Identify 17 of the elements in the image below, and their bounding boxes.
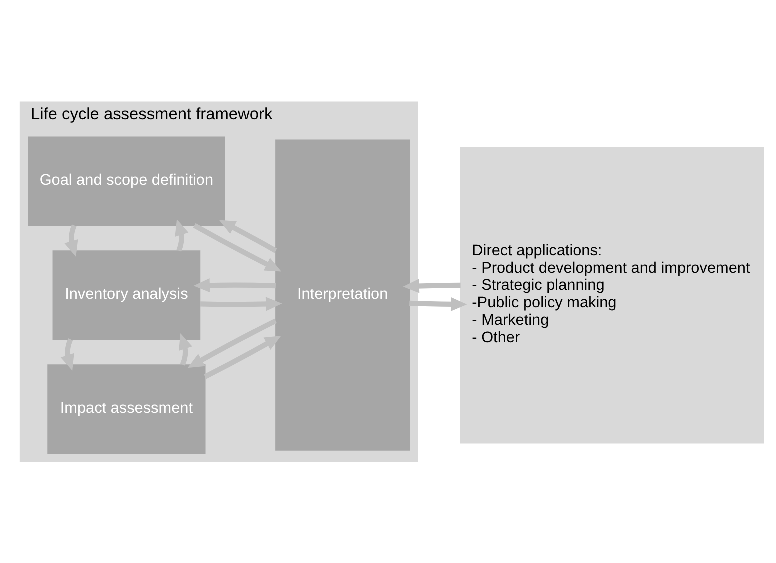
- arrow: [194, 278, 276, 292]
- arrow: [179, 333, 192, 366]
- arrow: [193, 222, 282, 272]
- node-box: Inventory analysis: [52, 250, 201, 340]
- arrow: [219, 220, 278, 253]
- arrow: [60, 338, 74, 370]
- arrow: [200, 296, 282, 311]
- arrow: [188, 318, 278, 368]
- node-box: Direct applications: - Product development and improvement - Strategic planning -Public policy making - Marketing - Other: [460, 146, 764, 444]
- node-box: Impact assessment: [48, 364, 206, 454]
- arrow: [403, 278, 461, 293]
- arrow: [64, 224, 78, 256]
- node-box: Interpretation: [276, 139, 410, 450]
- arrow: [204, 335, 282, 379]
- arrow: [175, 218, 189, 252]
- arrow: [410, 296, 468, 311]
- node-box: Goal and scope definition: [28, 136, 226, 226]
